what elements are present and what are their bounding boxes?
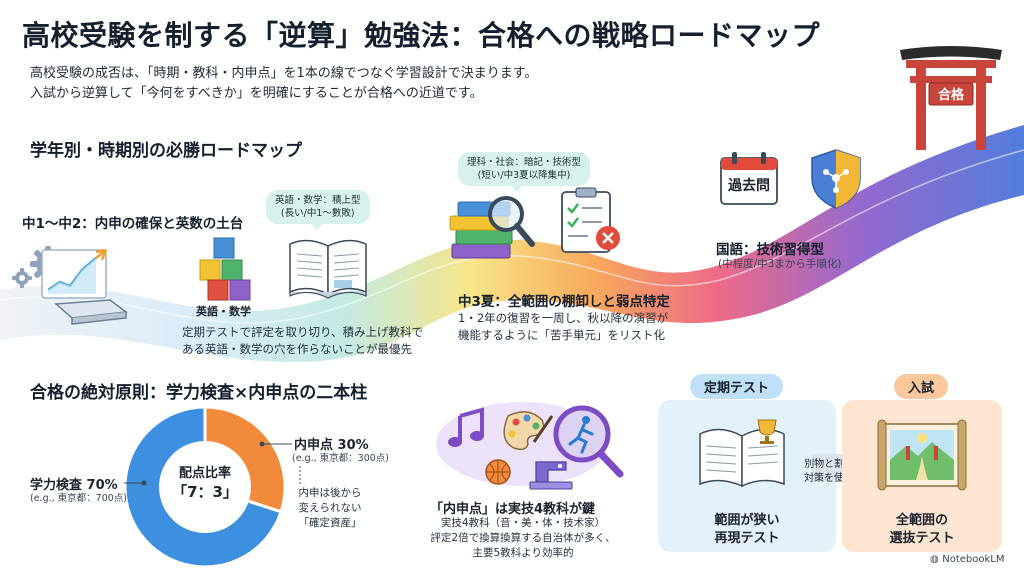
trophy-book-icon (699, 419, 785, 488)
open-book-icon (289, 239, 367, 299)
nyushi-desc-line-2: 選抜テスト (889, 531, 955, 546)
roadmap-section-title: 学年別・時期別の必勝ロードマップ (30, 141, 302, 161)
naishin-note-line-2: 変えられない (298, 502, 362, 514)
stage2-title: 中3夏：全範囲の棚卸しと弱点特定 (458, 294, 670, 310)
stage3-sub: (中程度/中3まから手順化) (718, 258, 842, 270)
lead-line-1: 高校受験の成否は、「時期・教科・内申点」を1本の線でつなぐ学習設計で決まります。 (30, 66, 538, 81)
jitsugi-desc-line-1: 実技4教科（音・美・体・技术家） (440, 517, 606, 529)
naishin-leader-line (259, 441, 301, 486)
cubes-icon (199, 237, 251, 301)
stage1-blocks-label: 英語・数学 (196, 305, 251, 318)
scroll-landscape-icon (877, 419, 967, 491)
stage1-bubble: 英語・数学：積上型 (長い/中1〜數敗) (266, 190, 370, 224)
book-stack-magnifier-icon (449, 196, 535, 259)
teiki-desc-line-1: 範囲が狭い (714, 513, 780, 528)
stage3-title: 国語：技術習得型 (716, 242, 824, 258)
teiki-test-pill: 定期テスト (690, 374, 784, 399)
naishin-note-line-3: 「確定資産」 (298, 517, 362, 529)
trophy-icon (757, 419, 777, 444)
torii-label: 合格 (937, 88, 964, 103)
teiki-desc: 範囲が狭い 再現テスト (658, 512, 836, 548)
jitsugi-desc-line-3: 主要5教科より効率的 (472, 547, 574, 559)
music-note-icon (448, 407, 484, 447)
brand-watermark: ◍ NotebookLM (930, 554, 1004, 565)
basketball-icon (485, 459, 511, 485)
brand-logo-icon: ◍ (930, 554, 943, 565)
sewing-machine-icon (529, 461, 573, 490)
palette-icon (503, 411, 554, 451)
brand-name: NotebookLM (942, 554, 1005, 565)
stage1-title: 中1〜中2：内申の確保と英数の土台 (22, 216, 244, 232)
stage2-bubble-line-1: 理科・社会：暗記・技術型 (467, 157, 582, 168)
nyushi-desc: 全範囲の 選抜テスト (842, 512, 1002, 548)
jitsugi-desc: 実技4教科（音・美・体・技术家） 評定2倍で換算換算する自治体が多く、 主要5教… (404, 516, 642, 561)
lead-text: 高校受験の成否は、「時期・教科・内申点」を1本の線でつなぐ学習設計で決まります。… (30, 64, 537, 104)
stage2-bubble: 理科・社会：暗記・技術型 (短い/中3夏以降集中) (458, 152, 591, 186)
donut-chart (123, 405, 287, 569)
stage1-desc-line-1: 定期テストで評定を取り切り、積み上げ教科で (182, 325, 424, 339)
lead-line-2: 入試から逆算して「今何をすべきか」を明確にすることが合格への近道です。 (30, 86, 483, 101)
stage2-bubble-line-2: (短い/中3夏以降集中) (477, 170, 571, 181)
principles-section-title: 合格の絶対原則：学力検査×内申点の二本柱 (30, 383, 368, 403)
stage1-bubble-line-2: (長い/中1〜數敗) (280, 208, 355, 219)
page-title: 高校受験を制する「逆算」勉強法：合格への戦略ロードマップ (22, 19, 821, 52)
stage2-bubble-tail (510, 184, 524, 192)
donut-center-line-1: 配点比率 (178, 466, 231, 481)
teiki-desc-line-2: 再現テスト (714, 531, 780, 546)
stage1-bubble-tail (310, 222, 324, 230)
checklist-clipboard-icon (561, 187, 620, 253)
naishin-example: (e.g., 東京都：300点) (292, 453, 389, 464)
gakuryoku-label: 学力検査 70% (30, 478, 118, 493)
growth-chart-icon (41, 248, 128, 325)
gakuryoku-leader-line (124, 480, 147, 486)
jitsugi-icons (436, 402, 624, 490)
nyushi-desc-line-1: 全範囲の (895, 513, 948, 528)
donut-center: 配点比率 「7：3」 (170, 462, 240, 502)
jitsugi-desc-line-2: 評定2倍で換算換算する自治体が多く、 (430, 532, 616, 544)
stage2-desc-line-2: 機能するように「苦手単元」をリスト化 (458, 328, 665, 342)
stage2-desc: 1・2年の復習を一周し、秋以降の演習が 機能するように「苦手単元」をリスト化 (458, 310, 668, 344)
calendar-icon (720, 152, 778, 205)
stage1-bubble-line-1: 英語・数学：積上型 (275, 195, 361, 206)
donut-hole (159, 441, 251, 533)
running-person-icon (553, 405, 624, 478)
torii-gate-icon (900, 46, 1002, 150)
naishin-note-line-1: 内申は後から (298, 487, 362, 499)
calendar-label: 過去問 (728, 178, 770, 194)
shield-icon (811, 149, 861, 209)
stage2-desc-line-1: 1・2年の復習を一周し、秋以降の演習が (458, 311, 669, 325)
nyushi-pill: 入試 (894, 374, 949, 399)
jitsugi-title: 「内申点」は実技4教科が鍵 (430, 502, 596, 517)
stage1-desc: 定期テストで評定を取り切り、積み上げ教科で ある英語・数学の穴を作らないことが最… (182, 324, 423, 358)
naishin-label: 内申点 30% (294, 438, 369, 453)
stage1-desc-line-2: ある英語・数学の穴を作らないことが最優先 (182, 342, 412, 356)
naishin-note: 内申は後から 変えられない 「確定資産」 (290, 486, 370, 531)
donut-center-line-2: 「7：3」 (172, 483, 238, 501)
gakuryoku-example: (e.g., 東京都：700点) (30, 493, 127, 504)
